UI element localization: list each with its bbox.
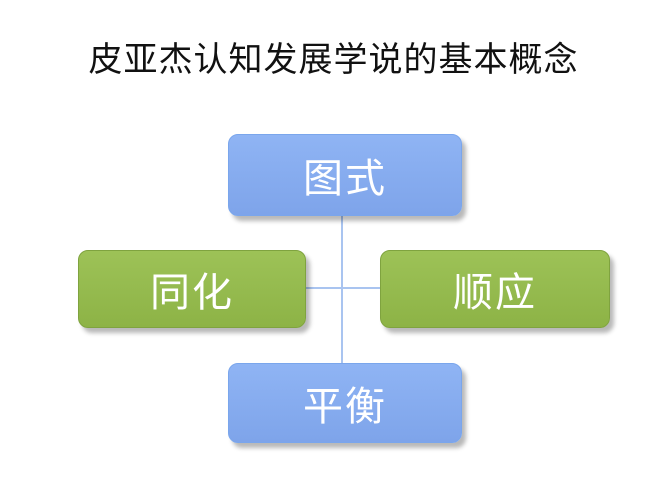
node-assimilation: 同化	[78, 250, 306, 328]
node-accommodation-label: 顺应	[453, 270, 537, 316]
node-equilibrium: 平衡	[228, 363, 462, 443]
node-schema-label: 图式	[303, 156, 387, 202]
diagram-title: 皮亚杰认知发展学说的基本概念	[88, 40, 579, 80]
node-accommodation: 顺应	[380, 250, 610, 328]
node-assimilation-label: 同化	[150, 270, 234, 316]
node-equilibrium-label: 平衡	[303, 384, 387, 430]
node-schema: 图式	[228, 134, 462, 216]
